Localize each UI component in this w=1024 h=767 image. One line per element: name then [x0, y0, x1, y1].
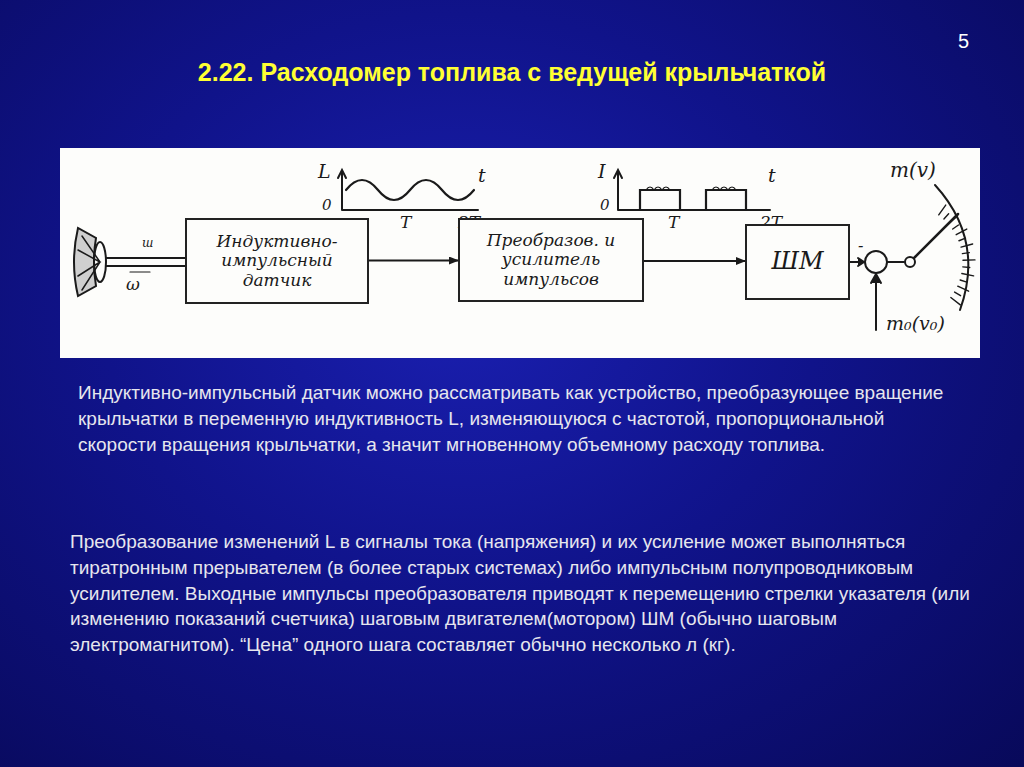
process-box: Индуктивно-импульсный датчик — [185, 218, 369, 304]
box-label: ШМ — [772, 248, 824, 276]
axis-label: 0 — [322, 196, 332, 214]
box-label: Индуктивно-импульсный датчик — [187, 232, 367, 291]
body-paragraph: Преобразование изменений L в сигналы ток… — [70, 529, 970, 658]
axis-label: m(v) — [890, 158, 936, 182]
box-content: ШМ — [772, 248, 824, 276]
axis-label: t — [478, 164, 486, 186]
axis-label: T — [668, 212, 679, 232]
box-label: Преобразов. и усилитель импульсов — [460, 231, 642, 290]
box-content: Преобразов. и усилитель импульсов — [460, 231, 642, 290]
box-content: Индуктивно-импульсный датчик — [187, 232, 367, 291]
body-paragraph: Индуктивно-импульсный датчик можно рассм… — [78, 380, 948, 457]
axis-label: ш — [142, 236, 153, 250]
page-number: 5 — [958, 30, 969, 53]
axis-label: 0 — [600, 196, 610, 214]
axis-label: I — [598, 160, 606, 182]
signal-arrow — [644, 260, 745, 262]
axis-label: T — [400, 212, 411, 232]
signal-arrow — [369, 260, 458, 262]
axis-label: t — [768, 164, 776, 186]
process-box: ШМ — [745, 224, 850, 300]
axis-label: - — [858, 236, 863, 255]
axis-label: m₀(v₀) — [886, 312, 945, 334]
axis-label: L — [318, 160, 331, 182]
slide-title: 2.22. Расходомер топлива с ведущей крыль… — [0, 58, 1024, 87]
axis-label: ω — [126, 274, 140, 294]
process-box: Преобразов. и усилитель импульсов — [458, 218, 644, 302]
